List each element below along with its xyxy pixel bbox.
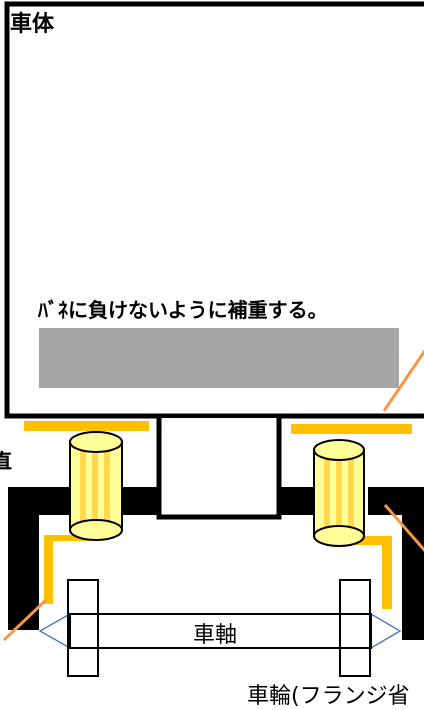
left-bogie-arm xyxy=(123,487,159,515)
axle-arrow-right xyxy=(370,612,402,650)
left-spring-plate xyxy=(24,421,149,431)
left-lower-arm xyxy=(44,535,104,604)
bolster-block xyxy=(156,418,282,520)
left-bogie-frame xyxy=(8,487,73,630)
right-bogie-frame xyxy=(279,487,313,515)
axle-arrow-left xyxy=(38,612,71,650)
axle xyxy=(69,613,372,649)
left-edge-label-fragment: 直 xyxy=(0,449,12,473)
right-spring-plate xyxy=(291,424,412,434)
axle-label: 車軸 xyxy=(193,623,237,648)
left-spring-icon xyxy=(69,431,123,541)
right-bogie-frame-outer xyxy=(368,487,424,640)
reinforcement-note: ﾊﾞﾈに負けないように補重する。 xyxy=(37,298,328,322)
ballast-weight xyxy=(39,328,399,388)
right-lower-arm xyxy=(337,536,392,609)
callout-lines xyxy=(2,349,424,642)
car-body-label: 車体 xyxy=(10,12,55,37)
right-spring-icon xyxy=(313,439,365,547)
left-wheel xyxy=(67,579,99,677)
wheel-label: 車輪(フランジ省 xyxy=(247,684,410,709)
right-wheel xyxy=(339,579,371,677)
